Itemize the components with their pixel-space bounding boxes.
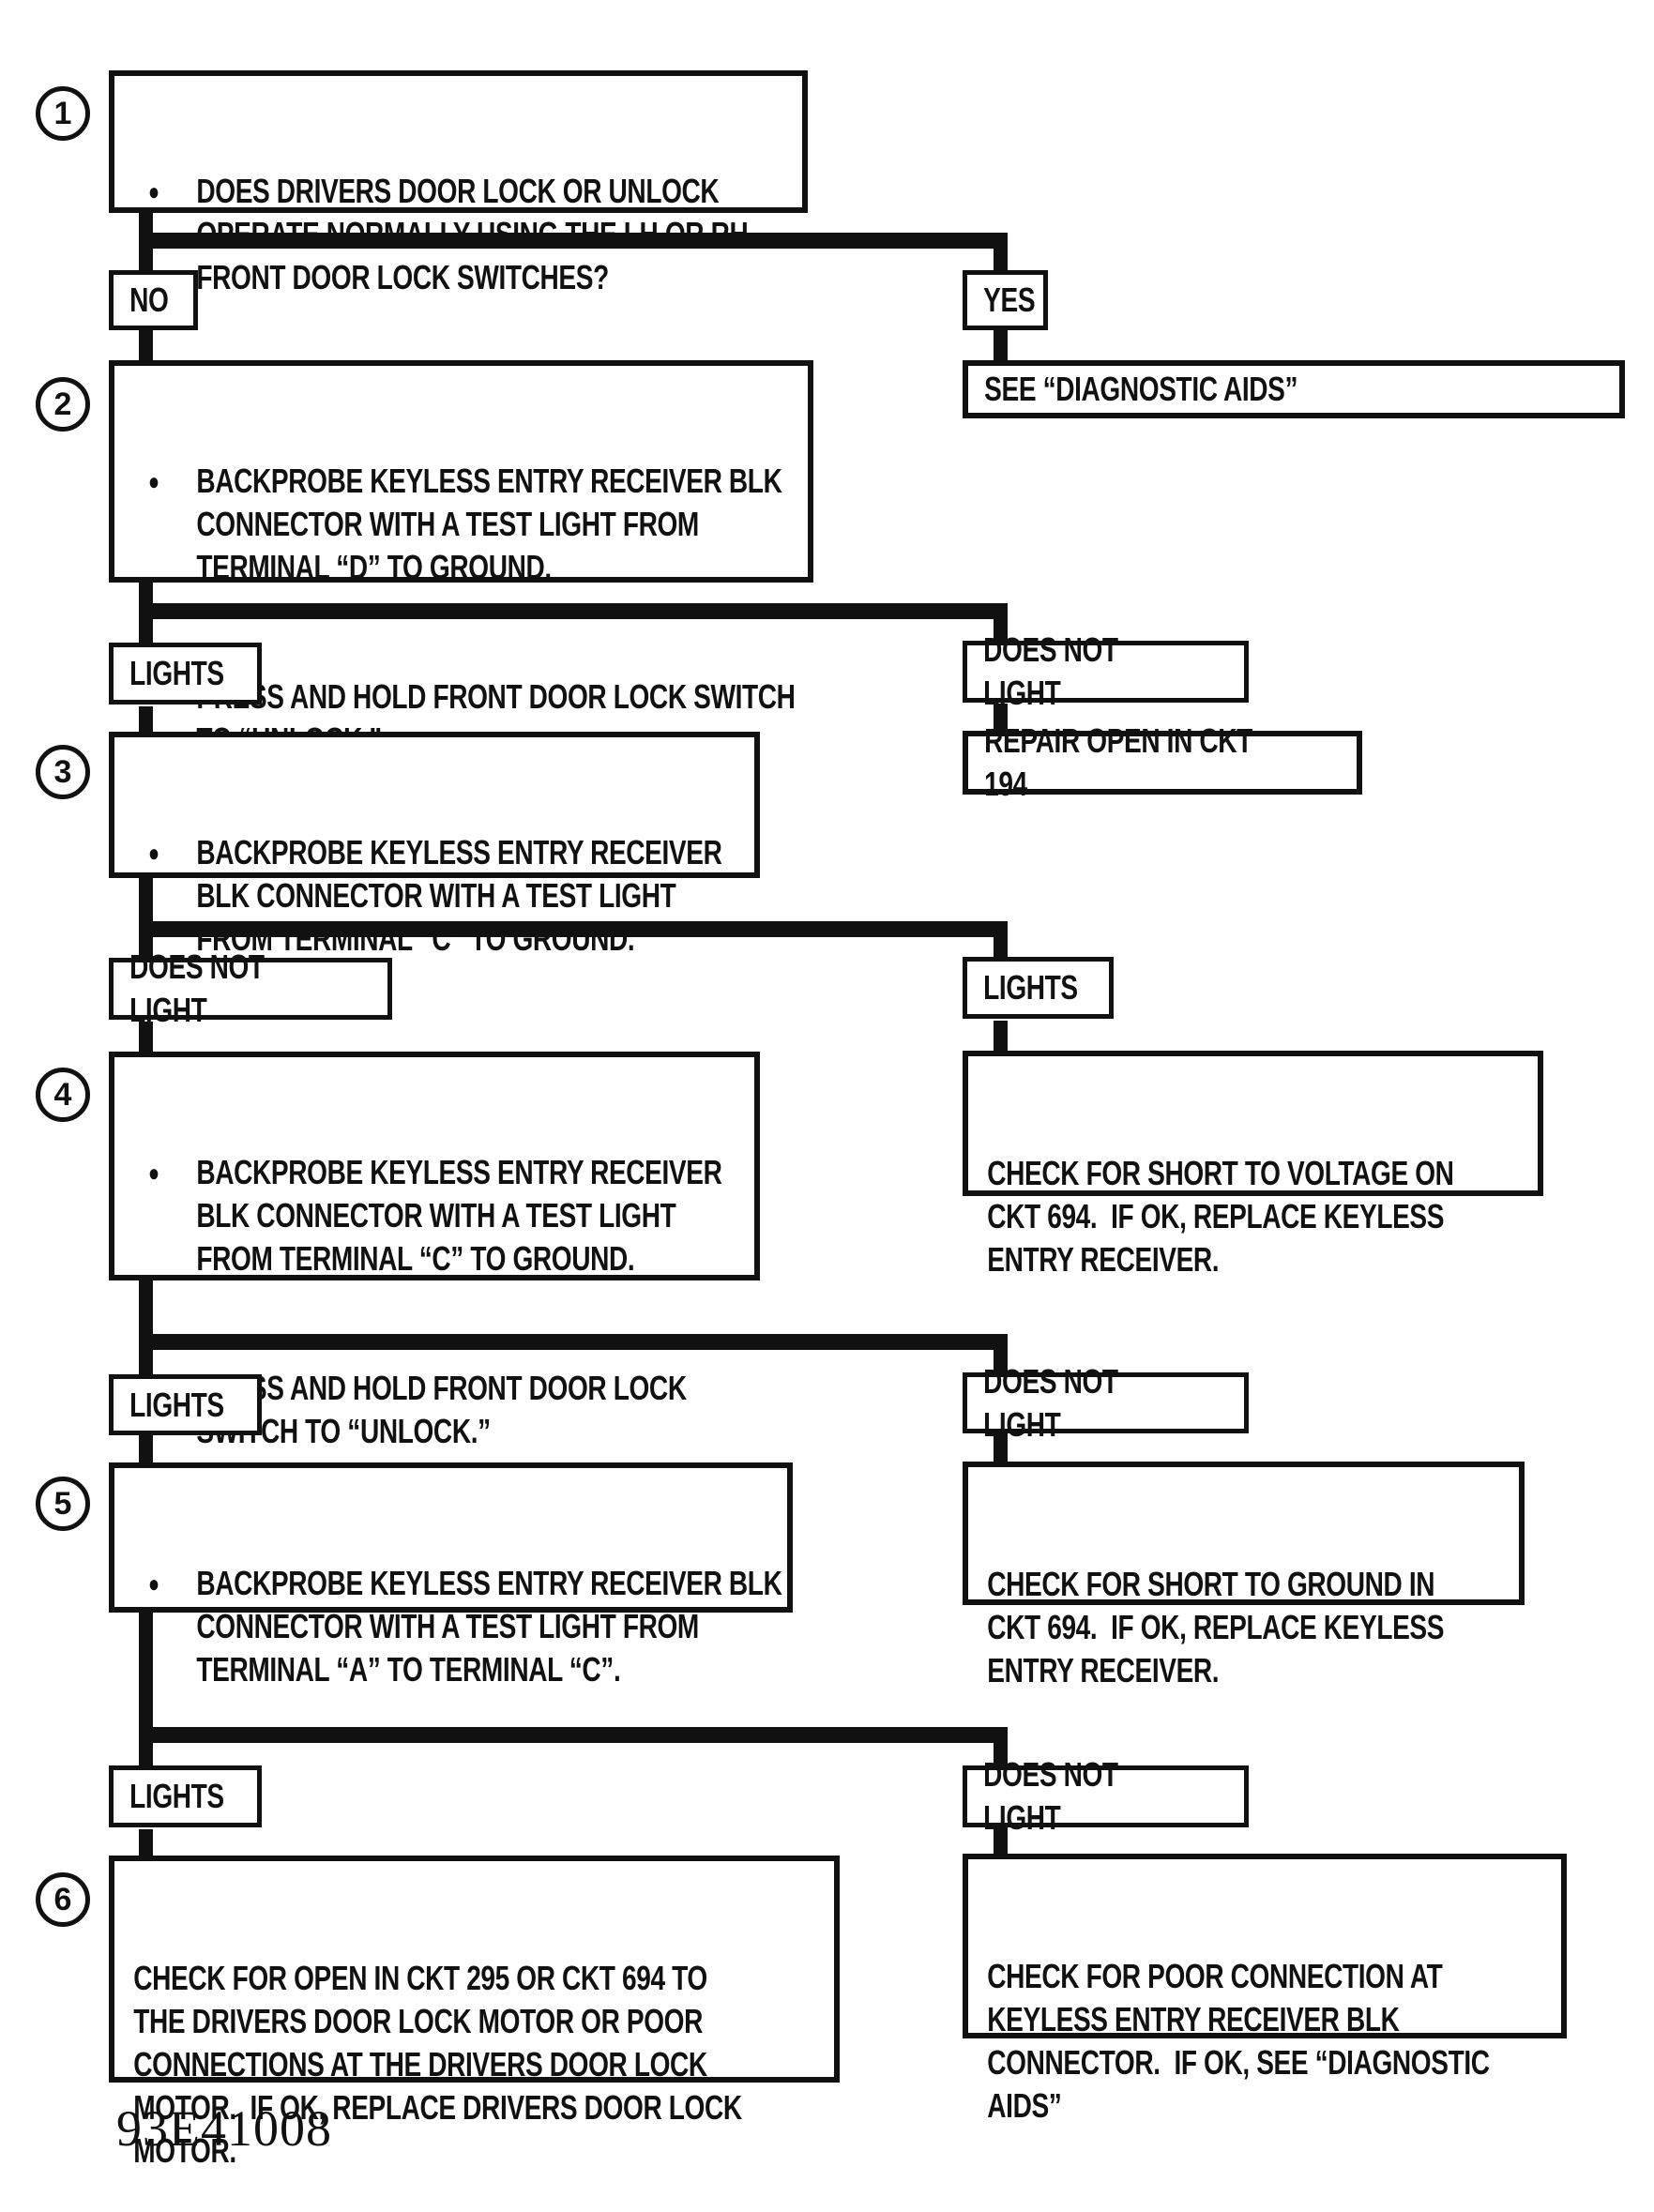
connector-line	[139, 330, 153, 361]
branch-3-right-text: LIGHTS	[983, 968, 1078, 1007]
branch-3-left-label: DOES NOT LIGHT	[109, 947, 392, 1029]
branch-2-right-text: DOES NOT LIGHT	[983, 630, 1126, 712]
connector-line	[139, 1280, 153, 1375]
result-4-text: CHECK FOR SHORT TO GROUND IN CKT 694. IF…	[987, 1565, 1451, 1689]
step-1-instruction: DOES DRIVERS DOOR LOCK OR UNLOCK OPERATE…	[196, 172, 755, 296]
step-number-4-text: 4	[53, 1076, 72, 1113]
connector-line	[139, 1435, 153, 1463]
step-6-instruction: CHECK FOR OPEN IN CKT 295 OR CKT 694 TO …	[133, 1959, 750, 2170]
step-number-1: 1	[36, 86, 90, 141]
result-1-text: SEE “DIAGNOSTIC AIDS”	[984, 370, 1298, 408]
step-number-1-text: 1	[53, 95, 72, 131]
step-number-3-text: 3	[53, 753, 72, 790]
result-2-text: REPAIR OPEN IN CKT 194	[984, 721, 1260, 803]
branch-4-right-text: DOES NOT LIGHT	[983, 1361, 1126, 1444]
connector-line	[994, 1827, 1008, 1855]
step-4-instruction-1: BACKPROBE KEYLESS ENTRY RECEIVER BLK CON…	[196, 1153, 729, 1278]
branch-5-right-label: DOES NOT LIGHT	[963, 1755, 1249, 1837]
step-number-5: 5	[36, 1477, 90, 1531]
bullet-icon: ●	[147, 1159, 159, 1187]
branch-4-left-text: LIGHTS	[129, 1385, 224, 1424]
step-number-6: 6	[36, 1872, 90, 1927]
connector-line	[139, 603, 1008, 619]
connector-line	[139, 1334, 1008, 1350]
branch-2-right-label: DOES NOT LIGHT	[963, 630, 1249, 712]
branch-3-right-label: LIGHTS	[963, 957, 1114, 1019]
connector-line	[139, 233, 1008, 249]
branch-1-right-text: YES	[983, 280, 1036, 319]
step-box-1: ● DOES DRIVERS DOOR LOCK OR UNLOCK OPERA…	[109, 70, 808, 296]
step-number-6-text: 6	[53, 1881, 72, 1917]
step-number-2-text: 2	[53, 386, 72, 422]
connector-line	[139, 921, 1008, 937]
step-box-3: ● BACKPROBE KEYLESS ENTRY RECEIVER BLK C…	[109, 732, 760, 958]
step-box-4: ● BACKPROBE KEYLESS ENTRY RECEIVER BLK C…	[109, 1052, 760, 1450]
bullet-icon: ●	[147, 177, 159, 205]
step-number-4: 4	[36, 1068, 90, 1122]
step-5-instruction: BACKPROBE KEYLESS ENTRY RECEIVER BLK CON…	[196, 1564, 789, 1689]
step-4-instruction-2: PRESS AND HOLD FRONT DOOR LOCK SWITCH TO…	[196, 1369, 694, 1450]
branch-1-left-text: NO	[129, 280, 169, 319]
bullet-icon: ●	[147, 467, 159, 495]
step-box-5: ● BACKPROBE KEYLESS ENTRY RECEIVER BLK C…	[109, 1462, 793, 1689]
branch-2-left-text: LIGHTS	[129, 654, 224, 692]
branch-2-left-label: LIGHTS	[109, 643, 262, 705]
result-box-2: REPAIR OPEN IN CKT 194	[963, 721, 1362, 803]
connector-line	[139, 1727, 1008, 1743]
bullet-icon: ●	[147, 839, 159, 867]
branch-4-right-label: DOES NOT LIGHT	[963, 1362, 1249, 1444]
result-5-text: CHECK FOR POOR CONNECTION AT KEYLESS ENT…	[987, 1957, 1496, 2125]
result-box-4: CHECK FOR SHORT TO GROUND IN CKT 694. IF…	[963, 1462, 1525, 1689]
step-number-5-text: 5	[53, 1485, 72, 1522]
step-2-instruction-1: BACKPROBE KEYLESS ENTRY RECEIVER BLK CON…	[196, 462, 789, 586]
connector-line	[139, 1829, 153, 1856]
figure-code: 93E41008	[116, 2100, 332, 2157]
step-3-instruction: BACKPROBE KEYLESS ENTRY RECEIVER BLK CON…	[196, 833, 729, 958]
step-number-3: 3	[36, 745, 90, 799]
connector-line	[139, 1022, 153, 1053]
result-box-1: SEE “DIAGNOSTIC AIDS”	[963, 360, 1625, 418]
result-box-3: CHECK FOR SHORT TO VOLTAGE ON CKT 694. I…	[963, 1051, 1543, 1279]
connector-line	[994, 704, 1008, 732]
result-box-5: CHECK FOR POOR CONNECTION AT KEYLESS ENT…	[963, 1854, 1567, 2125]
bullet-icon: ●	[147, 1569, 159, 1598]
step-number-2: 2	[36, 377, 90, 432]
connector-line	[994, 1433, 1008, 1462]
connector-line	[139, 706, 153, 733]
connector-line	[994, 1021, 1008, 1052]
branch-3-left-text: DOES NOT LIGHT	[129, 947, 272, 1029]
branch-5-left-text: LIGHTS	[129, 1777, 224, 1815]
connector-line	[139, 878, 153, 959]
step-box-6: CHECK FOR OPEN IN CKT 295 OR CKT 694 TO …	[109, 1856, 840, 2170]
result-3-text: CHECK FOR SHORT TO VOLTAGE ON CKT 694. I…	[987, 1154, 1461, 1279]
branch-5-left-label: LIGHTS	[109, 1765, 262, 1827]
step-box-2: ● BACKPROBE KEYLESS ENTRY RECEIVER BLK C…	[109, 360, 813, 759]
branch-1-left-label: NO	[109, 270, 198, 330]
branch-4-left-label: LIGHTS	[109, 1374, 262, 1435]
connector-line	[994, 330, 1008, 361]
branch-1-right-label: YES	[963, 270, 1048, 330]
branch-5-right-text: DOES NOT LIGHT	[983, 1755, 1126, 1837]
